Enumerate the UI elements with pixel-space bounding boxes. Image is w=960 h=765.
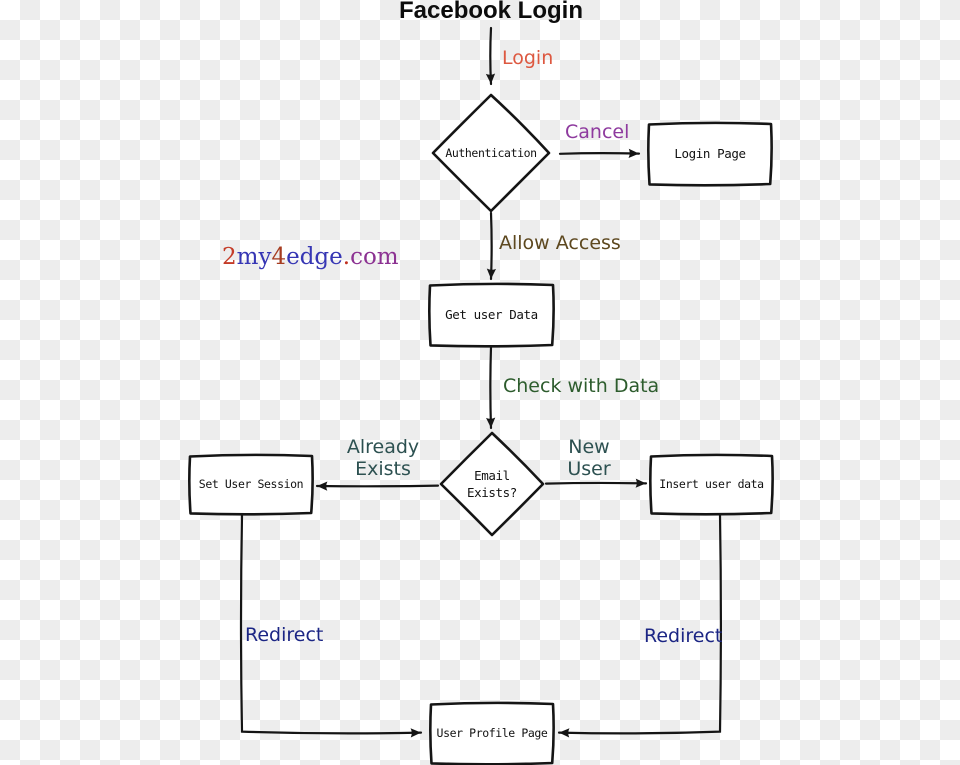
node-get-user-data: Get user Data <box>445 306 538 322</box>
watermark-segment: my <box>236 244 272 270</box>
watermark-segment: . <box>342 244 351 270</box>
watermark-segment: com <box>350 244 399 270</box>
edge-label-login: Login <box>502 47 554 69</box>
edge-label-already-exists: Already Exists <box>346 436 420 480</box>
edge-allow-access-arrow <box>486 211 497 281</box>
user-profile-page-rect-shape <box>429 701 555 765</box>
login-page-rect-shape <box>647 121 773 187</box>
edge-login-arrow <box>485 26 496 86</box>
edge-label-cancel: Cancel <box>565 121 630 143</box>
edge-label-redirect-left: Redirect <box>245 624 324 646</box>
node-authentication: Authentication <box>445 146 537 160</box>
set-user-session-rect-shape <box>188 453 314 516</box>
edge-label-redirect-right: Redirect <box>644 625 723 647</box>
watermark: 2my4edge.com <box>222 244 399 270</box>
edge-label-new-user: New User <box>567 436 611 480</box>
edge-label-allow-access: Allow Access <box>499 232 621 254</box>
insert-user-data-rect-shape <box>649 453 774 516</box>
node-insert-user-data: Insert user data <box>659 477 764 491</box>
watermark-segment: 2 <box>222 244 237 270</box>
node-email-exists-text: Email Exists? <box>467 468 517 500</box>
node-login-page: Login Page <box>674 145 746 161</box>
watermark-segment: 4 <box>271 244 287 270</box>
edge-check-with-data-arrow <box>486 345 496 430</box>
edge-label-check-with-data: Check with Data <box>503 375 660 397</box>
flowchart-title: Facebook Login <box>398 0 583 24</box>
edge-new-user-arrow <box>544 478 648 488</box>
email-exists-diamond-shape <box>439 431 545 537</box>
node-email-exists: Email Exists? <box>441 433 543 535</box>
edge-redirect-left-arrow <box>239 513 423 738</box>
edge-already-exists-arrow <box>315 481 440 491</box>
edge-redirect-right-arrow <box>557 513 722 738</box>
watermark-segment: edge <box>286 244 343 270</box>
node-set-user-session: Set User Session <box>198 477 304 491</box>
node-user-profile-page: User Profile Page <box>436 726 548 740</box>
edge-cancel-arrow <box>558 148 641 158</box>
authentication-diamond-shape <box>431 93 551 213</box>
get-user-data-rect-shape <box>428 282 555 348</box>
